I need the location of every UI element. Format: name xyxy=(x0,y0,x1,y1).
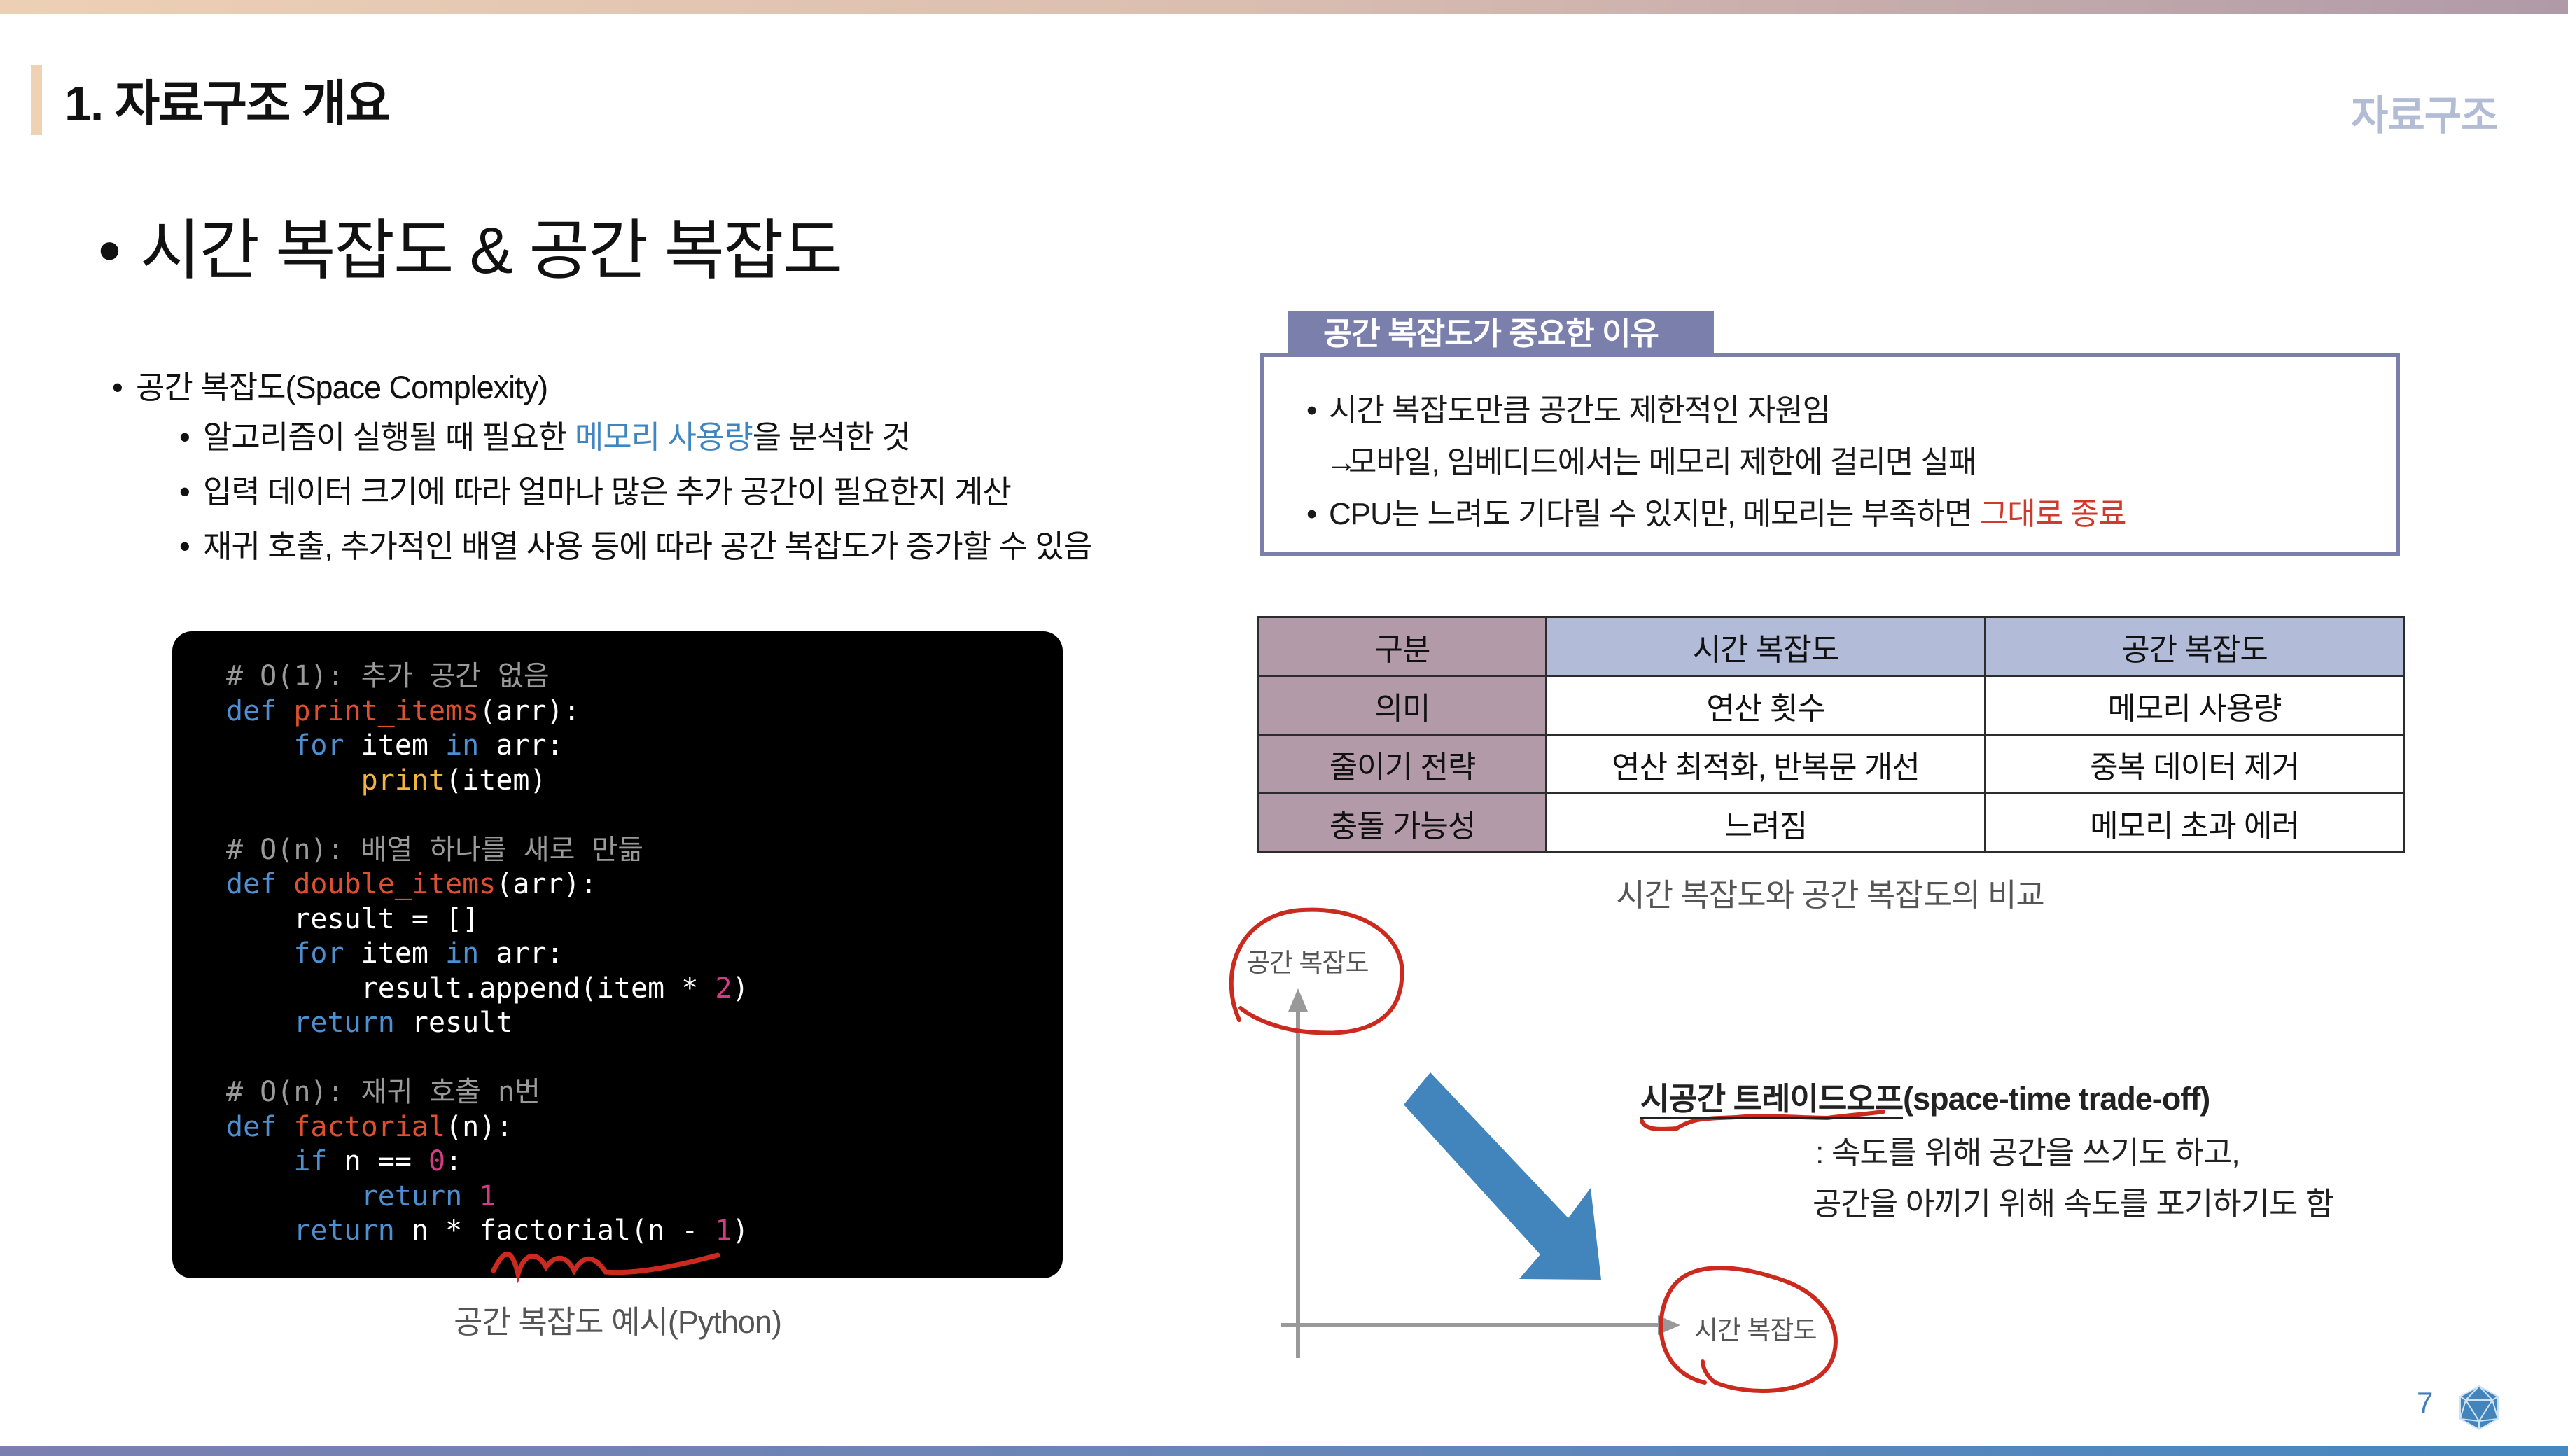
bullet-dot: • xyxy=(179,528,190,564)
table-caption: 시간 복잡도와 공간 복잡도의 비교 xyxy=(1616,877,2045,913)
code-line: return 1 xyxy=(361,1180,496,1212)
y-axis-arrowhead-icon xyxy=(1288,988,1308,1011)
bullet-level2: • 입력 데이터 크기에 따라 얼마나 많은 추가 공간이 필요한지 계산 xyxy=(112,465,1091,519)
code-line: result = [] xyxy=(293,902,480,935)
highlight-terminate: 그대로 종료 xyxy=(1979,497,2127,531)
tradeoff-desc-line: : 속도를 위해 공간을 쓰기도 하고, xyxy=(1815,1135,2240,1170)
table-header-category: 구분 xyxy=(1257,616,1547,677)
code-line: for item in arr: xyxy=(293,937,564,969)
code-line: def double_items(arr): xyxy=(226,868,597,900)
reason-item: • CPU는 느려도 기다릴 수 있지만, 메모리는 부족하면 그대로 종료 xyxy=(1306,489,2396,540)
reason-box-title: 공간 복잡도가 중요한 이유 xyxy=(1288,311,1714,356)
tradeoff-title: 시공간 트레이드오프(space-time trade-off) xyxy=(1640,1073,2210,1119)
table-header-time: 시간 복잡도 xyxy=(1545,616,1986,677)
reason-text: 모바일, 임베디드에서는 메모리 제한에 걸리면 실패 xyxy=(1348,445,1976,479)
page-number: 7 xyxy=(2417,1386,2434,1419)
code-caption: 공간 복잡도 예시(Python) xyxy=(454,1304,782,1340)
reason-text: 시간 복잡도만큼 공간도 제한적인 자원임 xyxy=(1329,393,1831,428)
main-heading: • 시간 복잡도 & 공간 복잡도 xyxy=(98,197,843,293)
table-row: 충돌 가능성 느려짐 메모리 초과 에러 xyxy=(1257,792,2405,853)
tradeoff-desc-line: 공간을 아끼기 위해 속도를 포기하기도 함 xyxy=(1813,1186,2334,1222)
code-line: return result xyxy=(293,1007,513,1039)
bullet-text: 입력 데이터 크기에 따라 얼마나 많은 추가 공간이 필요한지 계산 xyxy=(203,474,1012,510)
code-line: if n == 0: xyxy=(293,1145,463,1177)
table-header-row: 구분 시간 복잡도 공간 복잡도 xyxy=(1257,616,2405,677)
code-line: # O(n): 재귀 호출 n번 xyxy=(226,1076,540,1108)
space-complexity-bullets: • 공간 복잡도(Space Complexity) • 알고리즘이 실행될 때 필… xyxy=(112,365,1092,574)
slide-title: 1. 자료구조 개요 xyxy=(64,76,391,131)
tradeoff-description: : 속도를 위해 공간을 쓰기도 하고, 공간을 아끼기 위해 속도를 포기하기… xyxy=(1813,1127,2334,1229)
x-axis-label: 시간 복잡도 xyxy=(1694,1316,1817,1345)
reason-item: →모바일, 임베디드에서는 메모리 제한에 걸리면 실패 xyxy=(1306,437,2396,489)
table-row-header: 줄이기 전략 xyxy=(1257,734,1547,794)
table-cell: 메모리 사용량 xyxy=(1984,675,2405,736)
title-accent-bar xyxy=(31,65,42,135)
bullet-text: 재귀 호출, 추가적인 배열 사용 등에 따라 공간 복잡도가 증가할 수 있음 xyxy=(203,528,1092,564)
reason-item: • 시간 복잡도만큼 공간도 제한적인 자원임 xyxy=(1306,385,2396,437)
heading-bullet: • xyxy=(98,214,121,287)
bullet-dot: • xyxy=(1306,497,1317,531)
code-line: result.append(item * 2) xyxy=(361,972,749,1004)
code-line: # O(n): 배열 하나를 새로 만듦 xyxy=(226,833,644,866)
table-row: 줄이기 전략 연산 최적화, 반복문 개선 중복 데이터 제거 xyxy=(1257,734,2405,794)
icosahedron-icon xyxy=(2459,1385,2499,1431)
code-line: for item in arr: xyxy=(293,729,564,762)
comparison-table: 구분 시간 복잡도 공간 복잡도 의미 연산 횟수 메모리 사용량 줄이기 전략… xyxy=(1257,616,2405,853)
bullet-dot: • xyxy=(179,419,190,455)
bullet-text: 알고리즘이 실행될 때 필요한 xyxy=(203,419,575,455)
bullet-dot: • xyxy=(112,370,123,405)
red-squiggle-annotation xyxy=(491,1251,720,1284)
table-cell: 느려짐 xyxy=(1545,792,1986,853)
bullet-level2: • 알고리즘이 실행될 때 필요한 메모리 사용량을 분석한 것 xyxy=(112,410,1091,465)
bullet-dot: • xyxy=(1306,393,1317,428)
table-cell: 연산 횟수 xyxy=(1545,675,1986,736)
table-cell: 중복 데이터 제거 xyxy=(1984,734,2405,794)
code-line: # O(1): 추가 공간 없음 xyxy=(226,660,550,692)
bottom-decorative-bar xyxy=(0,1446,2568,1456)
highlight-memory-usage: 메모리 사용량 xyxy=(574,419,753,455)
code-line: return n * factorial(n - 1) xyxy=(293,1214,749,1247)
table-row-header: 충돌 가능성 xyxy=(1257,792,1547,853)
x-axis-arrowhead-icon xyxy=(1658,1315,1680,1335)
table-row: 의미 연산 횟수 메모리 사용량 xyxy=(1257,675,2405,736)
tradeoff-title-en: (space-time trade-off) xyxy=(1903,1081,2210,1116)
code-line: print(item) xyxy=(361,764,547,797)
code-line xyxy=(226,1041,1063,1076)
table-cell: 연산 최적화, 반복문 개선 xyxy=(1545,734,1986,794)
python-code-block: # O(1): 추가 공간 없음 def print_items(arr): f… xyxy=(172,631,1063,1278)
code-line: def factorial(n): xyxy=(226,1110,513,1143)
y-axis-label: 공간 복잡도 xyxy=(1246,948,1369,977)
table-cell: 메모리 초과 에러 xyxy=(1984,792,2405,853)
reason-box: • 시간 복잡도만큼 공간도 제한적인 자원임 →모바일, 임베디드에서는 메모리… xyxy=(1260,353,2400,556)
section-label: 자료구조 xyxy=(2351,93,2498,139)
code-line: def print_items(arr): xyxy=(226,694,580,727)
bullet-level2: • 재귀 호출, 추가적인 배열 사용 등에 따라 공간 복잡도가 증가할 수 있… xyxy=(112,519,1092,574)
code-line xyxy=(226,798,1063,833)
bullet-title: 공간 복잡도(Space Complexity) xyxy=(136,370,548,405)
table-row-header: 의미 xyxy=(1257,675,1547,736)
reason-text: CPU는 느려도 기다릴 수 있지만, 메모리는 부족하면 xyxy=(1329,497,1980,531)
tradeoff-title-ko: 시공간 트레이드오프 xyxy=(1640,1081,1904,1119)
big-down-right-arrow-icon xyxy=(1404,1072,1601,1280)
arrow-right-icon: → xyxy=(1326,445,1357,479)
main-heading-text: 시간 복잡도 & 공간 복잡도 xyxy=(140,214,843,287)
top-decorative-bar xyxy=(0,0,2568,14)
bullet-text: 을 분석한 것 xyxy=(752,419,911,455)
bullet-level1: • 공간 복잡도(Space Complexity) xyxy=(112,365,1091,410)
bullet-dot: • xyxy=(179,474,190,510)
table-header-space: 공간 복잡도 xyxy=(1984,616,2405,677)
